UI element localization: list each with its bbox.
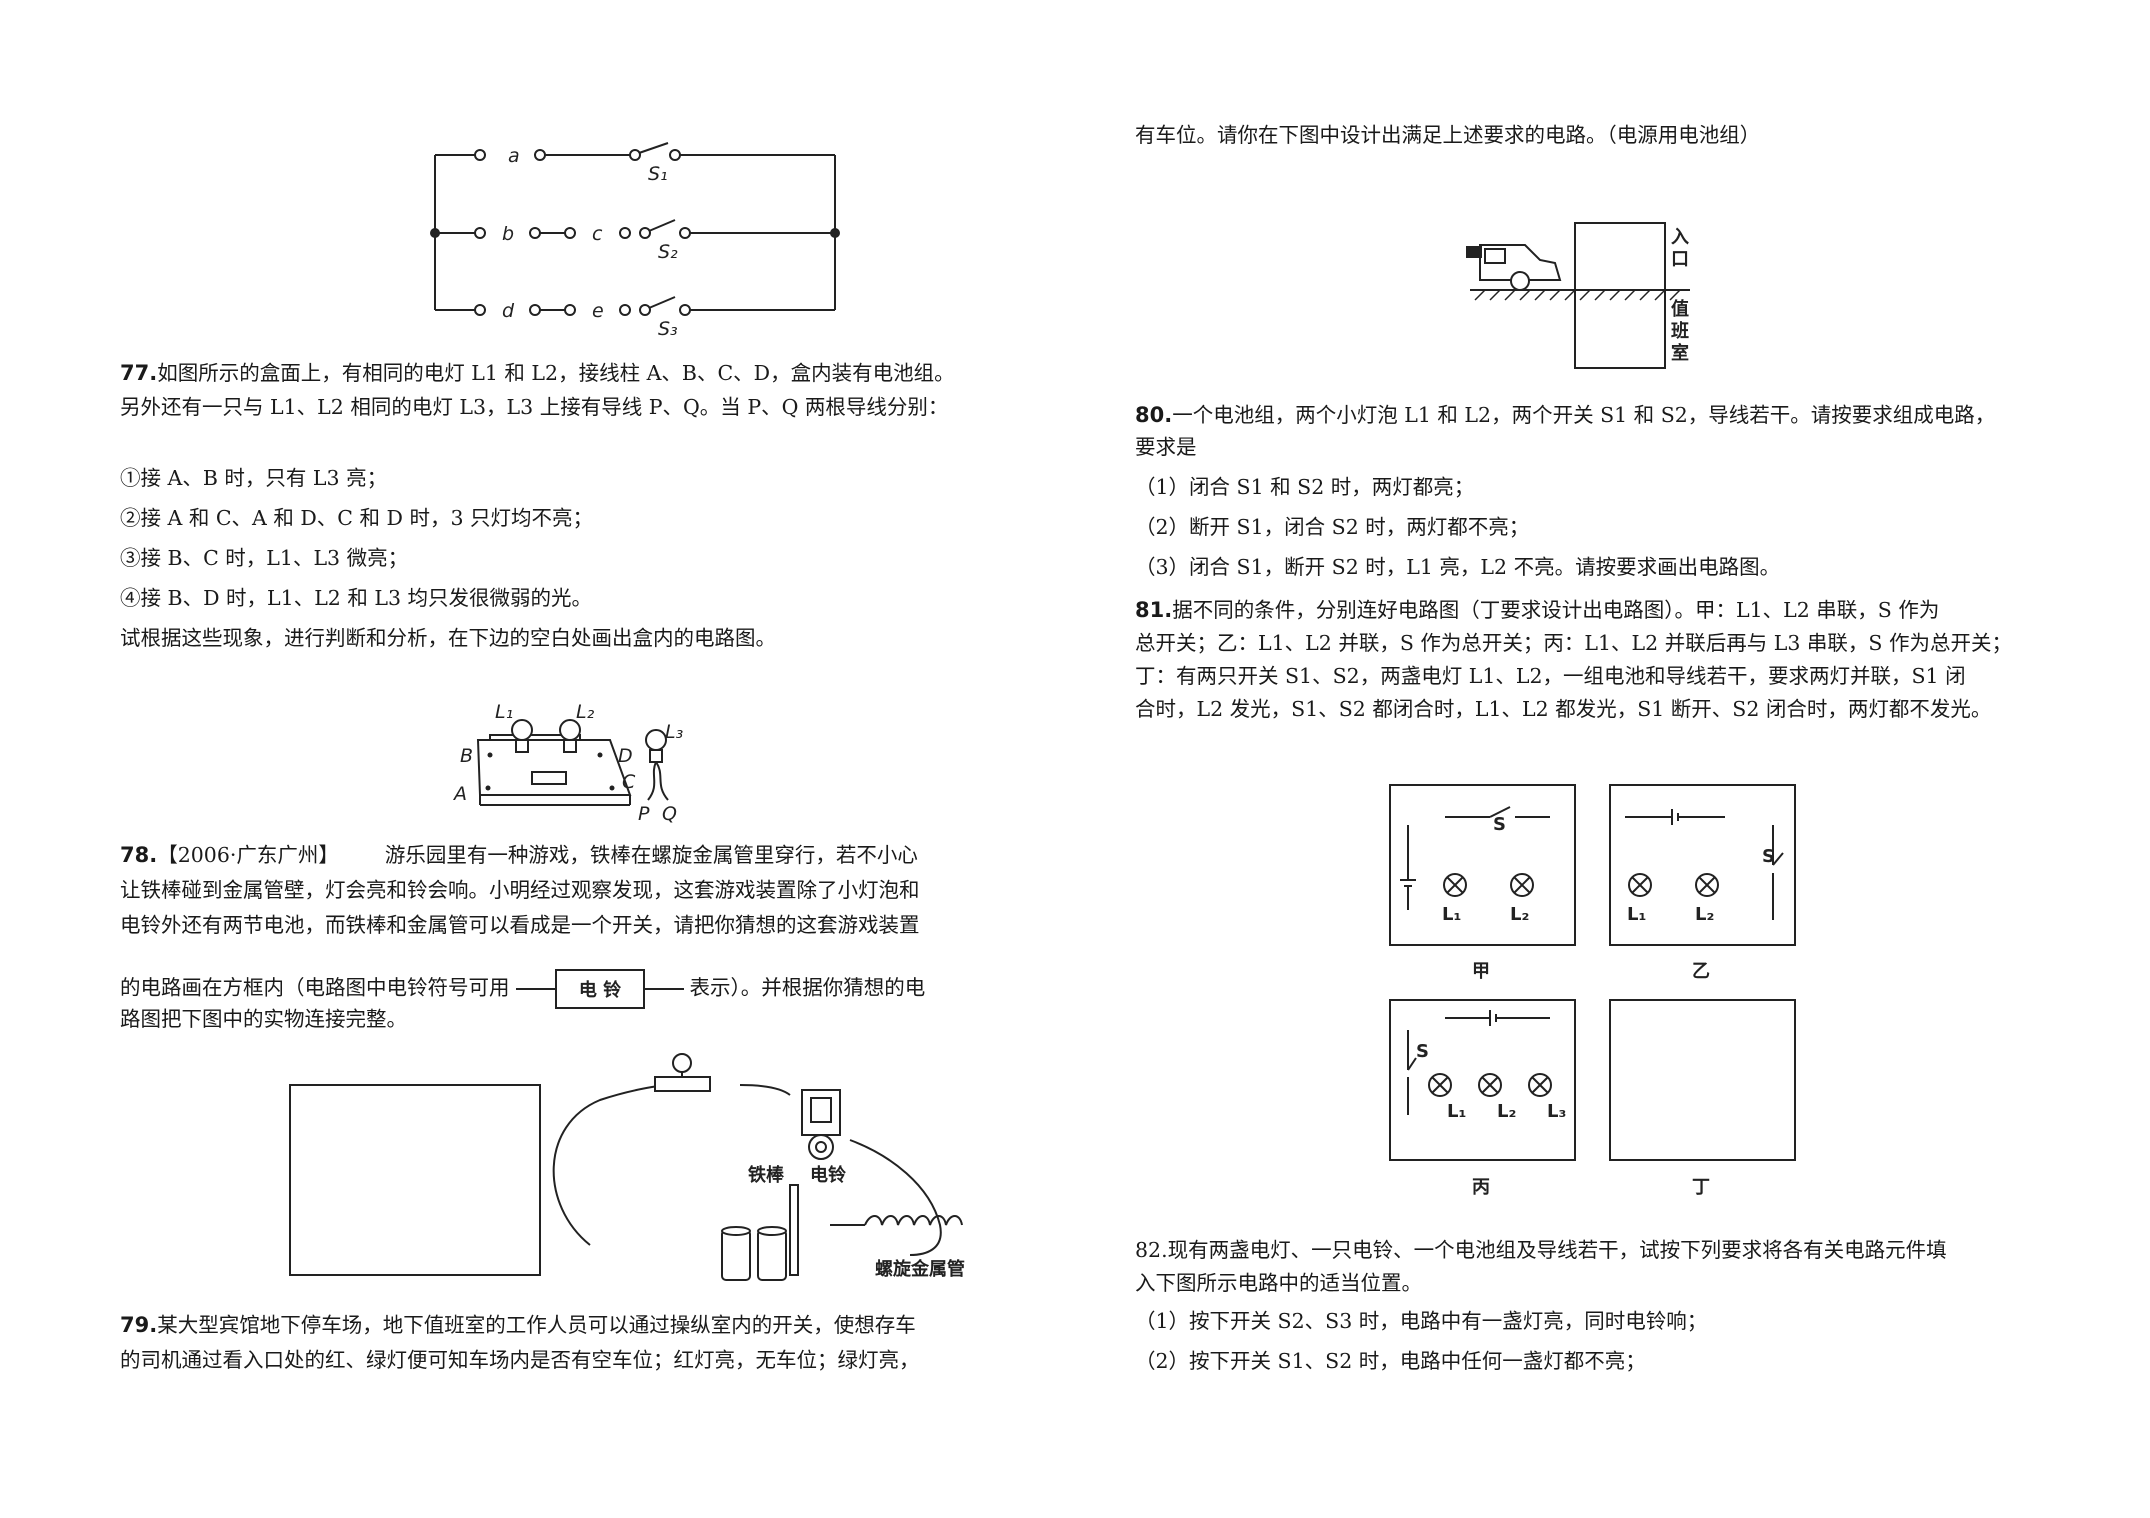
label-B: B (460, 745, 473, 767)
label-Q: Q (662, 803, 677, 825)
label-A: A (452, 783, 467, 805)
q77-cond3: ③接 B、C 时，L1、L3 微亮； (120, 546, 409, 570)
label-l2-jia: L₂ (1510, 904, 1529, 925)
q78-number: 78. (120, 843, 158, 867)
q78-line3: 电铃外还有两节电池，而铁棒和金属管可以看成是一个开关，请把你猜想的这套游戏装置 (120, 913, 920, 937)
q81-line3: 丁：有两只开关 S1、S2，两盏电灯 L1、L2，一组电池和导线若干，要求两灯并… (1135, 664, 1966, 688)
game-device-figure: 铁棒 电铃 螺旋金属管 (289, 1053, 965, 1281)
label-iron-rod: 铁棒 (748, 1164, 785, 1186)
q79-continuation: 有车位。请你在下图中设计出满足上述要求的电路。（电源用电池组） (1135, 123, 1761, 147)
caption-yi: 乙 (1692, 961, 1710, 982)
q80-cond3: （3）闭合 S1，断开 S2 时，L1 亮，L2 不亮。请按要求画出电路图。 (1135, 555, 1781, 579)
label-D: D (618, 745, 633, 767)
q81-line2: 总开关；乙：L1、L2 并联，S 作为总开关；丙：L1、L2 并联后再与 L3 … (1135, 631, 2012, 655)
q77-cond1: ①接 A、B 时，只有 L3 亮； (120, 466, 388, 490)
q82-cond2: （2）按下开关 S1、S2 时，电路中任何一盏灯都不亮； (1135, 1349, 1646, 1373)
q81-line4: 合时，L2 发光，S1、S2 都闭合时，L1、L2 都发光，S1 断开、S2 闭… (1135, 697, 1992, 721)
q77-cond4: ④接 B、D 时，L1、L2 和 L3 均只发很微弱的光。 (120, 586, 593, 610)
label-l2-bing: L₂ (1497, 1101, 1516, 1122)
q78-line5: 路图把下图中的实物连接完整。 (120, 1007, 407, 1031)
q80-number: 80. (1135, 403, 1173, 427)
q77-line2: 另外还有一只与 L1、L2 相同的电灯 L3，L3 上接有导线 P、Q。当 P、… (120, 395, 949, 419)
q78-line4: 的电路画在方框内（电路图中电铃符号可用电 铃表示）。并根据你猜想的电 (120, 966, 1000, 1012)
label-l2-yi: L₂ (1695, 904, 1714, 925)
switch-network-figure: a b c d e S₁ S₂ S₃ (430, 142, 840, 340)
right-column: 有车位。请你在下图中设计出满足上述要求的电路。（电源用电池组） 入 口 值 (1135, 0, 2012, 1518)
svg-text:电 铃: 电 铃 (578, 979, 620, 1001)
q78-line2: 让铁棒碰到金属管壁，灯会亮和铃会响。小明经过观察发现，这套游戏装置除了小灯泡和 (120, 878, 920, 902)
label-c: c (592, 223, 603, 245)
label-entrance-2: 口 (1671, 249, 1689, 270)
parking-figure: 入 口 值 班 室 (1466, 222, 1690, 369)
q78-source: 【2006·广东广州】 (157, 843, 339, 867)
left-column: a b c d e S₁ S₂ S₃ 77.如图所示的盒面上，有相同的电灯 L1… (120, 0, 990, 1518)
label-e: e (592, 300, 604, 322)
label-l3: L₃ (665, 721, 683, 743)
q77-cond2: ②接 A 和 C、A 和 D、C 和 D 时，3 只灯均不亮； (120, 506, 594, 530)
label-s1: S₁ (648, 163, 668, 185)
label-s-yi: S (1762, 846, 1775, 867)
q79-line1: 79.某大型宾馆地下停车场，地下值班室的工作人员可以通过操纵室内的开关，使想存车 (120, 1313, 916, 1337)
label-s2: S₂ (658, 241, 678, 263)
q79-number: 79. (120, 1313, 158, 1337)
label-l2: L₂ (576, 701, 595, 723)
label-s-bing: S (1416, 1041, 1429, 1062)
label-room-3: 室 (1671, 342, 1689, 364)
bell-symbol: 电 铃 (515, 969, 684, 1009)
label-spiral-tube: 螺旋金属管 (875, 1258, 965, 1280)
q77-number: 77. (120, 361, 158, 385)
label-l1-bing: L₁ (1447, 1101, 1466, 1122)
label-l3-bing: L₃ (1547, 1101, 1566, 1122)
caption-bing: 丙 (1472, 1177, 1490, 1198)
q82-line1: 82.现有两盏电灯、一只电铃、一个电池组及导线若干，试按下列要求将各有关电路元件… (1135, 1238, 1947, 1262)
label-b: b (502, 223, 514, 245)
four-circuits-figure: S L₁ L₂ S L₁ L₂ S L₁ L₂ L₃ 甲 乙 丙 丁 (1389, 784, 1796, 1198)
label-P: P (638, 803, 650, 825)
lamp-box-figure: L₁ L₂ L₃ B A D C P Q (452, 701, 683, 825)
q82-cond1: （1）按下开关 S2、S3 时，电路中有一盏灯亮，同时电铃响； (1135, 1309, 1708, 1333)
q81-number: 81. (1135, 598, 1173, 622)
q77-line1: 77.如图所示的盒面上，有相同的电灯 L1 和 L2，接线柱 A、B、C、D，盒… (120, 361, 955, 385)
q80-cond1: （1）闭合 S1 和 S2 时，两灯都亮； (1135, 475, 1475, 499)
q77-line3: 试根据这些现象，进行判断和分析，在下边的空白处画出盒内的电路图。 (120, 626, 776, 650)
q80-line1: 80.一个电池组，两个小灯泡 L1 和 L2，两个开关 S1 和 S2，导线若干… (1135, 403, 1996, 427)
label-a: a (508, 145, 520, 167)
label-entrance-1: 入 (1671, 227, 1689, 248)
label-C: C (622, 771, 636, 793)
label-d: d (502, 300, 515, 322)
caption-ding: 丁 (1692, 1177, 1710, 1198)
q80-line2: 要求是 (1135, 435, 1197, 459)
q82-line2: 入下图所示电路中的适当位置。 (1135, 1271, 1422, 1295)
answer-box-78 (289, 1084, 541, 1276)
label-room-1: 值 (1671, 298, 1689, 320)
q78-line1: 78.【2006·广东广州】游乐园里有一种游戏，铁棒在螺旋金属管里穿行，若不小心 (120, 843, 918, 867)
label-l1: L₁ (495, 701, 513, 723)
label-l1-yi: L₁ (1627, 904, 1646, 925)
label-s3: S₃ (658, 318, 678, 340)
caption-jia: 甲 (1472, 961, 1490, 982)
q79-line2: 的司机通过看入口处的红、绿灯便可知车场内是否有空车位；红灯亮，无车位；绿灯亮， (120, 1348, 920, 1372)
label-l1-jia: L₁ (1442, 904, 1461, 925)
label-s-jia: S (1493, 814, 1506, 835)
label-electric-bell: 电铃 (810, 1164, 846, 1186)
label-room-2: 班 (1671, 321, 1689, 342)
q80-cond2: （2）断开 S1，闭合 S2 时，两灯都不亮； (1135, 515, 1530, 539)
q81-line1: 81.据不同的条件，分别连好电路图（丁要求设计出电路图）。甲：L1、L2 串联，… (1135, 598, 1940, 622)
